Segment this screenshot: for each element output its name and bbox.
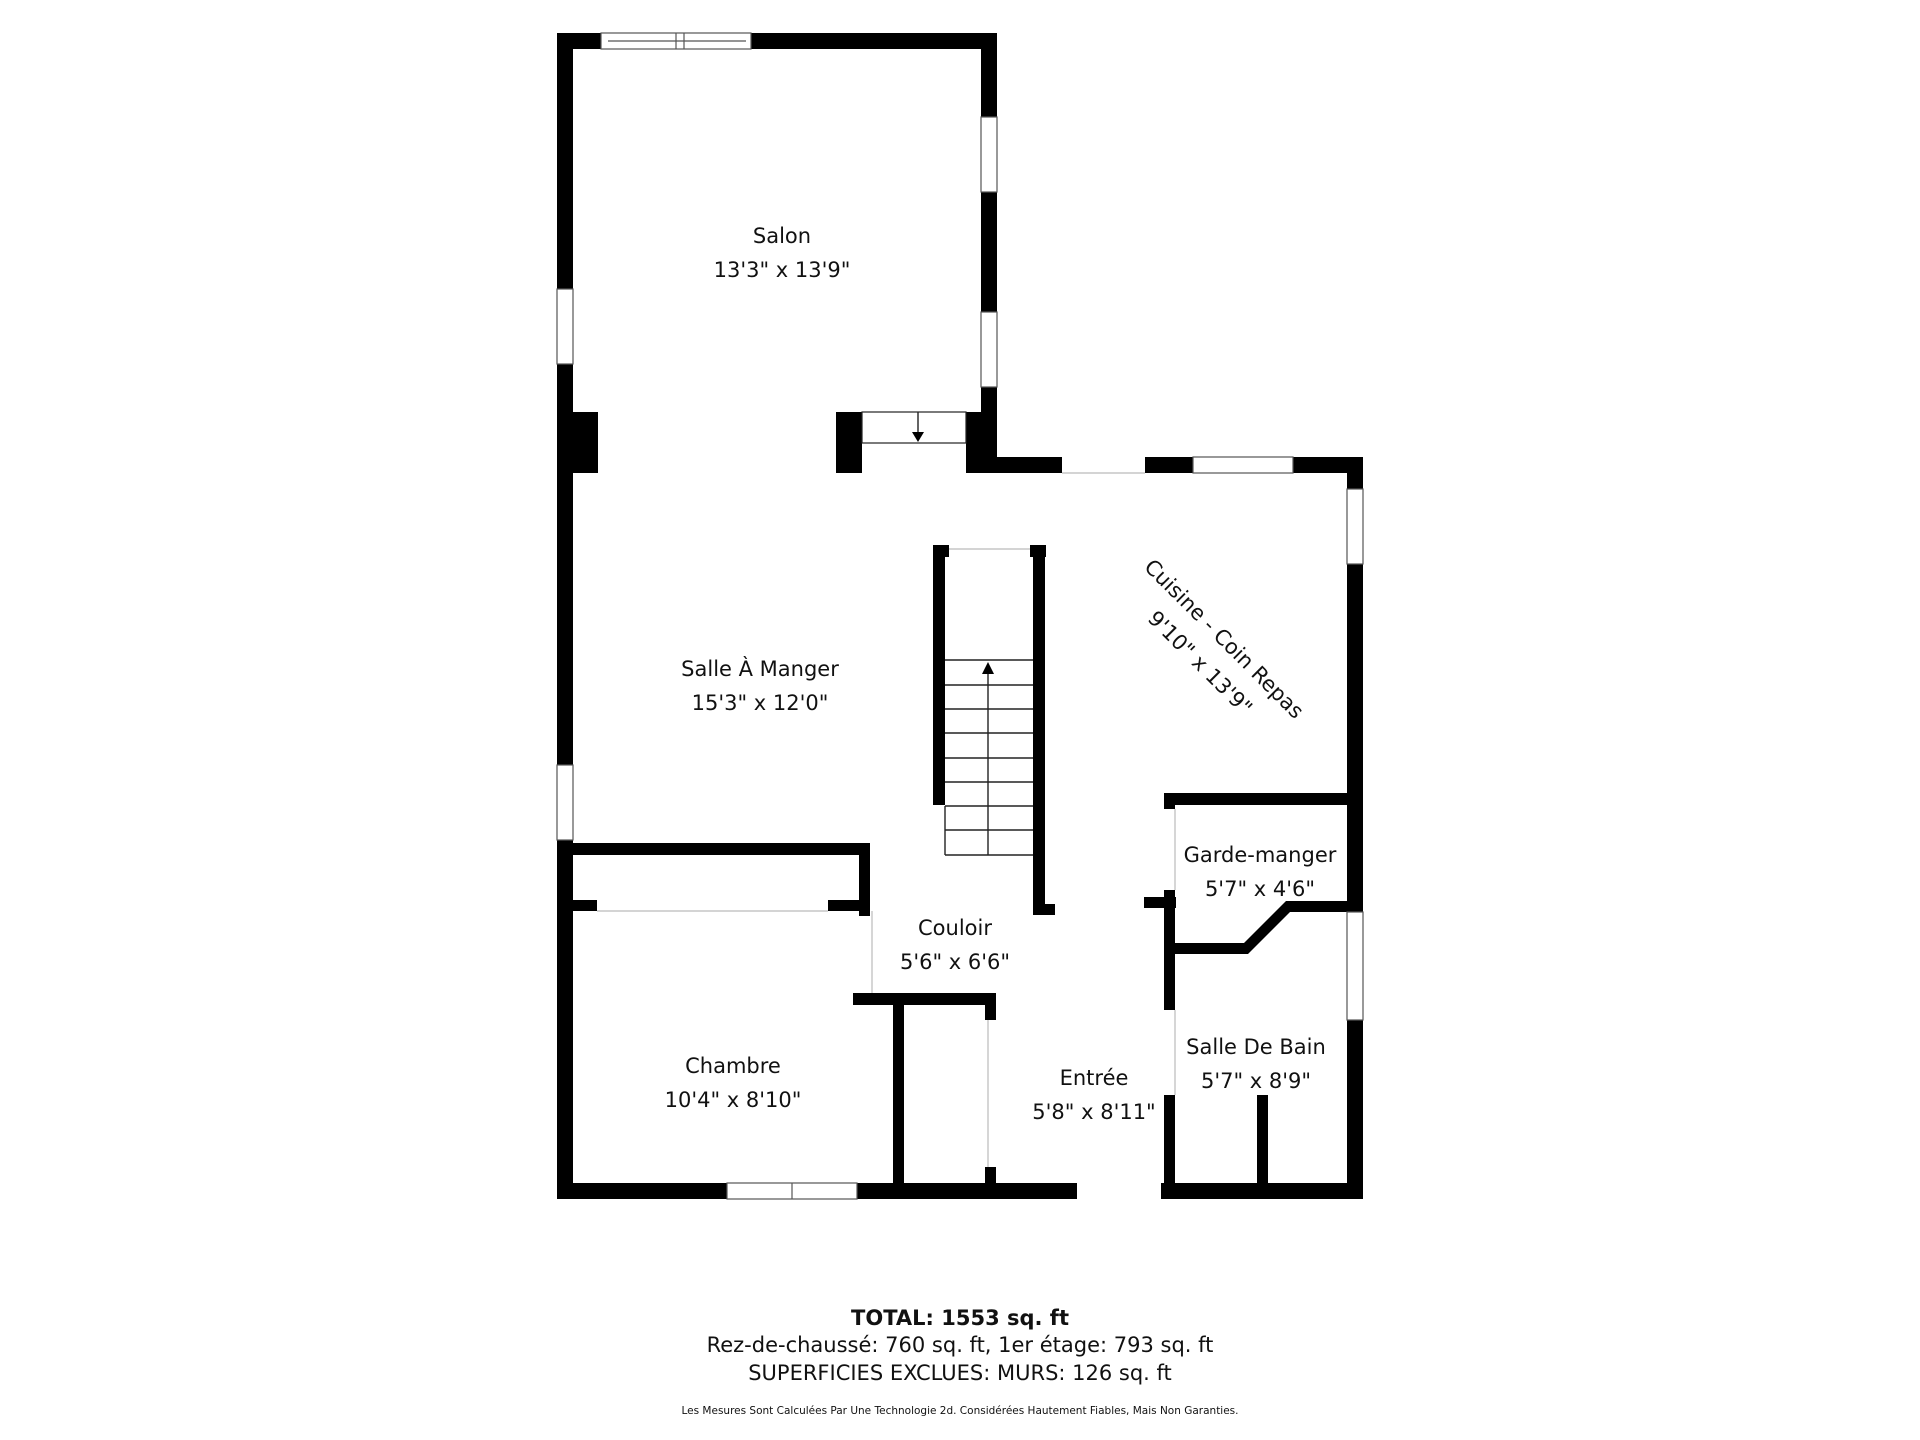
openings	[597, 472, 1176, 1167]
room-name: Salle De Bain	[1186, 1035, 1326, 1059]
room-salle-a-manger: Salle À Manger 15'3" x 12'0"	[681, 652, 839, 720]
room-dimensions: 5'7" x 8'9"	[1200, 1069, 1312, 1093]
staircase	[944, 548, 1033, 856]
room-salon: Salon 13'3" x 13'9"	[714, 219, 851, 287]
walls	[557, 33, 1363, 1199]
total-area: TOTAL: 1553 sq. ft	[851, 1306, 1069, 1330]
room-dimensions: 13'3" x 13'9"	[713, 258, 851, 282]
disclaimer: Les Mesures Sont Calculées Par Une Techn…	[681, 1405, 1239, 1417]
room-dimensions: 5'7" x 4'6"	[1204, 877, 1316, 901]
room-salle-de-bain: Salle De Bain 5'7" x 8'9"	[1186, 1030, 1326, 1098]
room-dimensions: 5'8" x 8'11"	[1032, 1100, 1156, 1124]
room-name: Garde-manger	[1183, 843, 1337, 867]
room-name: Entrée	[1059, 1066, 1129, 1090]
room-garde-manger: Garde-manger 5'7" x 4'6"	[1184, 838, 1337, 906]
room-couloir: Couloir 5'6" x 6'6"	[900, 911, 1010, 979]
room-name: Couloir	[918, 916, 992, 940]
room-dimensions: 5'6" x 6'6"	[899, 950, 1011, 974]
room-dimensions: 15'3" x 12'0"	[691, 691, 829, 715]
excluded-areas: SUPERFICIES EXCLUES: MURS: 126 sq. ft	[748, 1361, 1172, 1385]
room-name: Chambre	[685, 1054, 781, 1078]
room-name: Salle À Manger	[681, 657, 839, 681]
windows	[556, 32, 1364, 1200]
room-entree: Entrée 5'8" x 8'11"	[1032, 1061, 1155, 1129]
room-chambre: Chambre 10'4" x 8'10"	[665, 1049, 802, 1117]
fireplace-door	[861, 411, 967, 444]
room-dimensions: 10'4" x 8'10"	[664, 1088, 802, 1112]
room-name: Salon	[752, 224, 812, 248]
floor-areas: Rez-de-chaussé: 760 sq. ft, 1er étage: 7…	[706, 1333, 1214, 1357]
